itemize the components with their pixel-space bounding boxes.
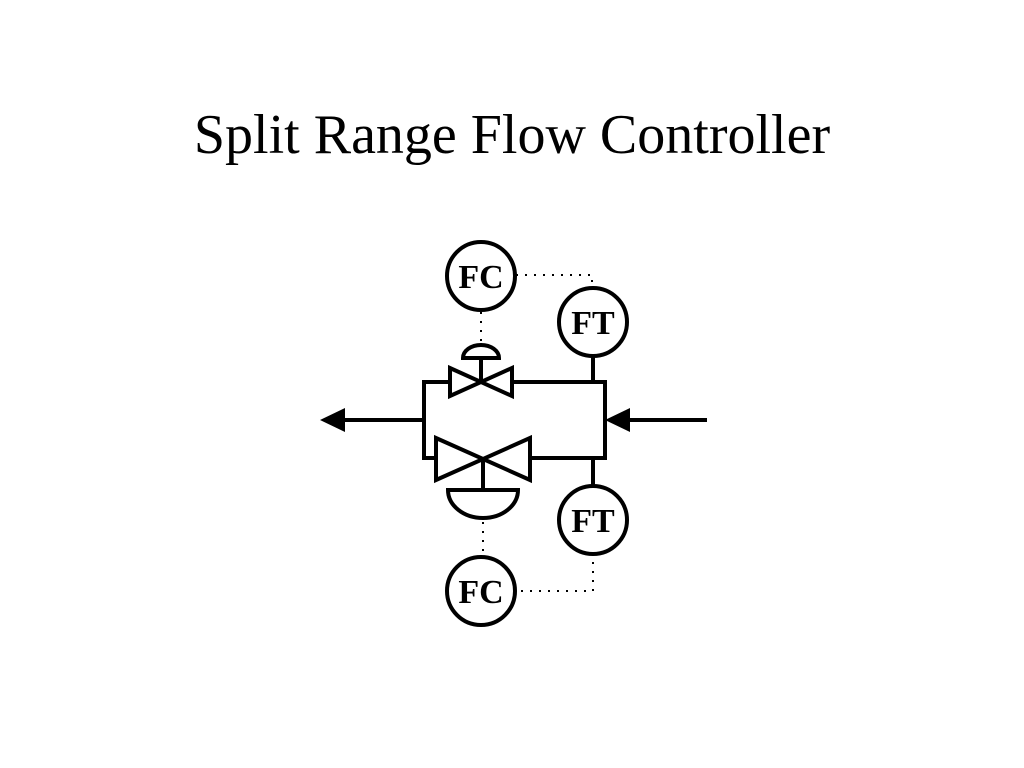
ft-bottom-instrument: FT xyxy=(557,484,629,556)
fc-top-instrument: FC xyxy=(445,240,517,312)
process-piping xyxy=(340,380,707,460)
ft-top-bubble-icon xyxy=(557,286,629,358)
signal-lines xyxy=(480,274,594,592)
top-control-valve xyxy=(448,343,514,400)
ft-bottom-bubble-icon xyxy=(557,484,629,556)
fc-top-label: FC xyxy=(458,259,503,296)
slide-title: Split Range Flow Controller xyxy=(193,104,831,166)
fc-bottom-bubble-icon xyxy=(445,555,517,627)
bottom-control-valve xyxy=(434,434,532,520)
top-valve-body-icon xyxy=(448,364,514,400)
ft-top-instrument: FT xyxy=(557,286,629,358)
outlet-arrow-icon xyxy=(320,408,345,432)
top-valve-actuator-icon xyxy=(460,343,502,360)
fc-top-bubble-icon xyxy=(445,240,517,312)
fc-bottom-instrument: FC xyxy=(445,555,517,627)
ft-top-label: FT xyxy=(571,305,615,342)
inlet-arrow-icon xyxy=(605,408,630,432)
fc-bottom-label: FC xyxy=(458,574,503,611)
bottom-valve-actuator-icon xyxy=(445,488,521,520)
bottom-valve-body-icon xyxy=(434,434,532,484)
ft-bottom-label: FT xyxy=(571,503,615,540)
bottom-signal-line xyxy=(516,553,594,592)
